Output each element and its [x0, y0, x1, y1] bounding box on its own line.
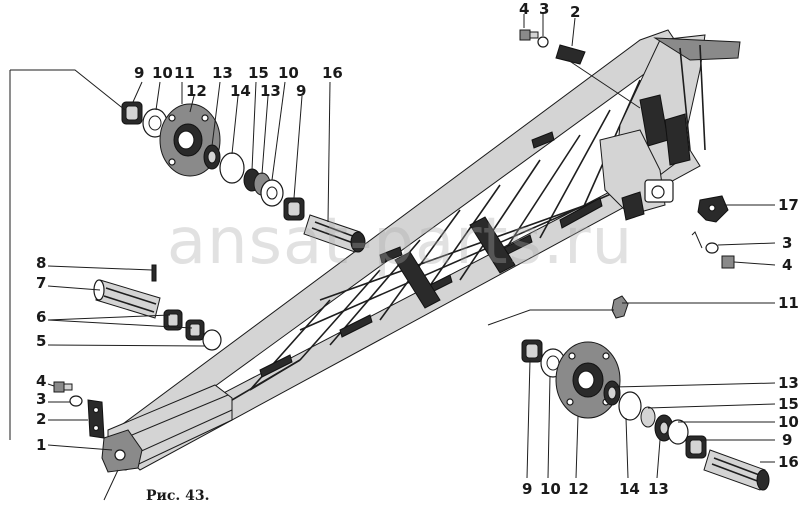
callout-top-plate: 2 — [570, 3, 580, 21]
upper-wheel-assembly — [9, 69, 366, 440]
axle-icon — [703, 449, 766, 491]
top-fastener-group — [519, 14, 641, 109]
callout-low-plate: 2 — [36, 410, 46, 428]
pin-icon — [151, 264, 157, 282]
callout-upper-left-hub: 12 — [186, 82, 207, 100]
callout-lower-right-cap: 11 — [778, 294, 799, 312]
lower-wheel-assembly — [487, 295, 776, 491]
callout-upper-left-axle: 16 — [322, 64, 343, 82]
callout-bracket-right: 17 — [778, 196, 799, 214]
axle-icon — [303, 214, 361, 253]
figure-caption: Рис. 43. — [146, 488, 210, 504]
callout-upper-left-ring2: 10 — [278, 64, 299, 82]
callout-washer-left: 5 — [36, 332, 46, 350]
bolt-icon — [519, 29, 531, 41]
callout-upper-left-seal2: 13 — [260, 82, 281, 100]
washer-icon — [705, 242, 719, 254]
callout-lower-right-seal: 13 — [778, 374, 799, 392]
callout-lower-right-bearing-b: 9 — [522, 480, 532, 498]
callout-upper-left-cap: 11 — [174, 64, 195, 82]
callout-lower-right-hub: 12 — [568, 480, 589, 498]
callout-boom-end: 1 — [36, 436, 46, 454]
callout-numbers: 4 3 2 9 10 11 12 13 14 15 13 10 9 16 8 7… — [36, 0, 799, 498]
callout-upper-left-spacer: 15 — [248, 64, 269, 82]
callout-right-washer: 3 — [782, 234, 792, 252]
plate-icon — [555, 44, 586, 65]
cap-icon — [611, 295, 629, 319]
lattice-panels — [259, 197, 603, 378]
left-axle-assembly — [47, 264, 222, 351]
circlip-icon — [219, 152, 245, 184]
axle-icon — [95, 279, 161, 319]
callout-lower-right-axle: 16 — [778, 453, 799, 471]
bolt-icon — [721, 255, 735, 269]
callout-rollers: 6 — [36, 308, 46, 326]
callout-lower-right-spacer: 15 — [778, 395, 799, 413]
boom-head — [599, 34, 741, 221]
callout-upper-left-bearing2: 9 — [296, 82, 306, 100]
callout-lower-right-ring-b: 10 — [540, 480, 561, 498]
callout-upper-left-bearing: 9 — [134, 64, 144, 82]
callout-axle-left: 7 — [36, 274, 46, 292]
lower-left-fastener-group — [47, 381, 119, 501]
bolt-icon — [53, 381, 65, 393]
callout-upper-left-circlip: 14 — [230, 82, 251, 100]
callout-lower-right-circlip: 14 — [619, 480, 640, 498]
washer-icon — [202, 329, 222, 351]
washer-icon — [537, 36, 549, 48]
callout-upper-left-seal: 13 — [212, 64, 233, 82]
washer-icon — [69, 395, 83, 407]
boom-frame — [101, 29, 741, 473]
callout-lower-right-ring: 10 — [778, 413, 799, 431]
callout-low-washer: 3 — [36, 390, 46, 408]
callout-lower-right-seal-b: 13 — [648, 480, 669, 498]
callout-lower-right-bearing: 9 — [782, 431, 792, 449]
callout-top-bolt: 4 — [519, 0, 529, 18]
callout-low-bolt: 4 — [36, 372, 46, 390]
callout-upper-left-ring: 10 — [152, 64, 173, 82]
callout-top-washer: 3 — [539, 0, 549, 18]
plate-icon — [87, 399, 105, 439]
right-bracket-group — [691, 195, 776, 269]
callout-pin: 8 — [36, 254, 46, 272]
callout-right-bolt: 4 — [782, 256, 792, 274]
